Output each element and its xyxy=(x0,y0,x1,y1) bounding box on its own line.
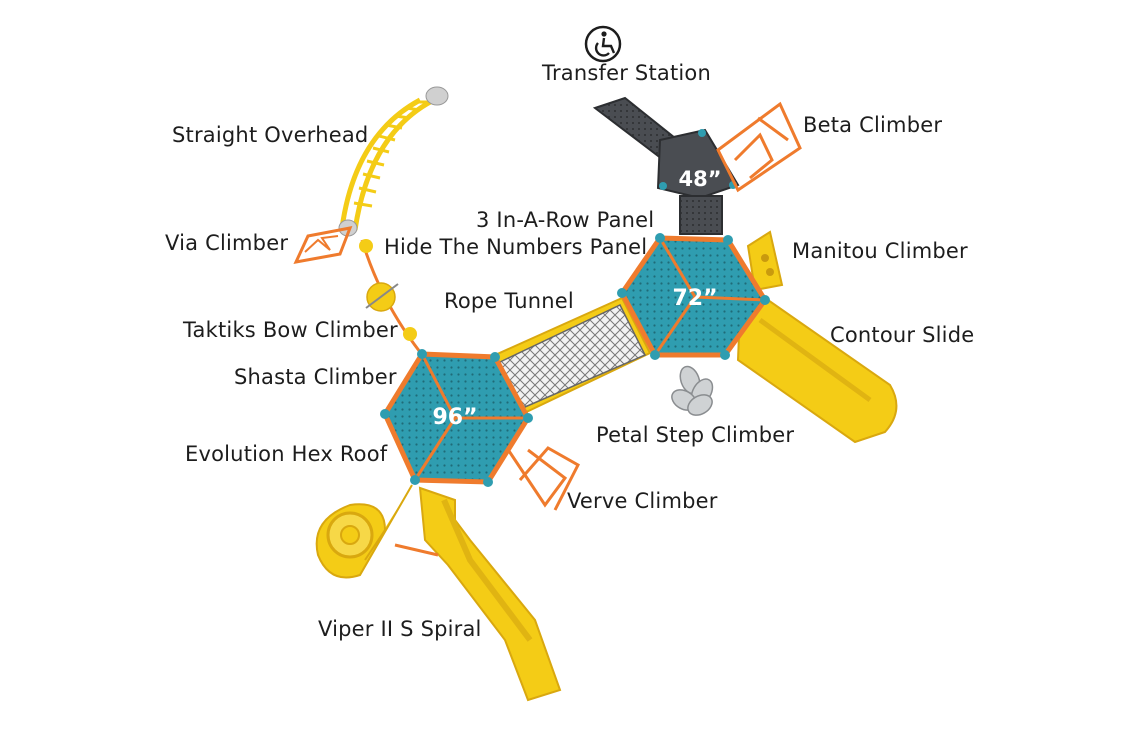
label-beta-climber: Beta Climber xyxy=(803,113,943,137)
medium-deck: 72” xyxy=(617,233,770,360)
accessibility-icon xyxy=(584,25,622,63)
label-verve-climber: Verve Climber xyxy=(567,489,718,513)
label-hide-numbers: Hide The Numbers Panel xyxy=(384,235,648,259)
petal-step-climber xyxy=(671,365,714,416)
label-manitou-climber: Manitou Climber xyxy=(792,239,968,263)
label-shasta-climber: Shasta Climber xyxy=(234,365,397,389)
via-climber xyxy=(293,226,353,264)
label-via-climber: Via Climber xyxy=(165,231,289,255)
transfer-station xyxy=(592,96,740,235)
deck-height-small: 48” xyxy=(678,167,721,191)
hide-numbers-panel xyxy=(359,239,373,253)
shasta-ball xyxy=(403,327,417,341)
label-petal-step: Petal Step Climber xyxy=(596,423,795,447)
label-transfer-station: Transfer Station xyxy=(542,61,711,85)
beta-climber xyxy=(716,101,802,193)
label-three-in-a-row: 3 In-A-Row Panel xyxy=(476,208,655,232)
large-deck: 96” xyxy=(380,349,533,487)
taktiks-bow-climber xyxy=(365,282,399,312)
label-straight-overhead: Straight Overhead xyxy=(172,123,369,147)
deck-height-large: 96” xyxy=(432,405,477,430)
contour-slide xyxy=(736,298,898,444)
straight-overhead xyxy=(338,86,449,237)
label-viper-spiral: Viper II S Spiral xyxy=(318,617,482,641)
deck-height-medium: 72” xyxy=(672,286,717,311)
viper-spiral-slide xyxy=(315,484,562,702)
label-taktiks: Taktiks Bow Climber xyxy=(183,318,398,342)
label-contour-slide: Contour Slide xyxy=(830,323,975,347)
label-rope-tunnel: Rope Tunnel xyxy=(444,289,574,313)
label-evolution-roof: Evolution Hex Roof xyxy=(185,442,388,466)
verve-climber xyxy=(503,444,580,511)
